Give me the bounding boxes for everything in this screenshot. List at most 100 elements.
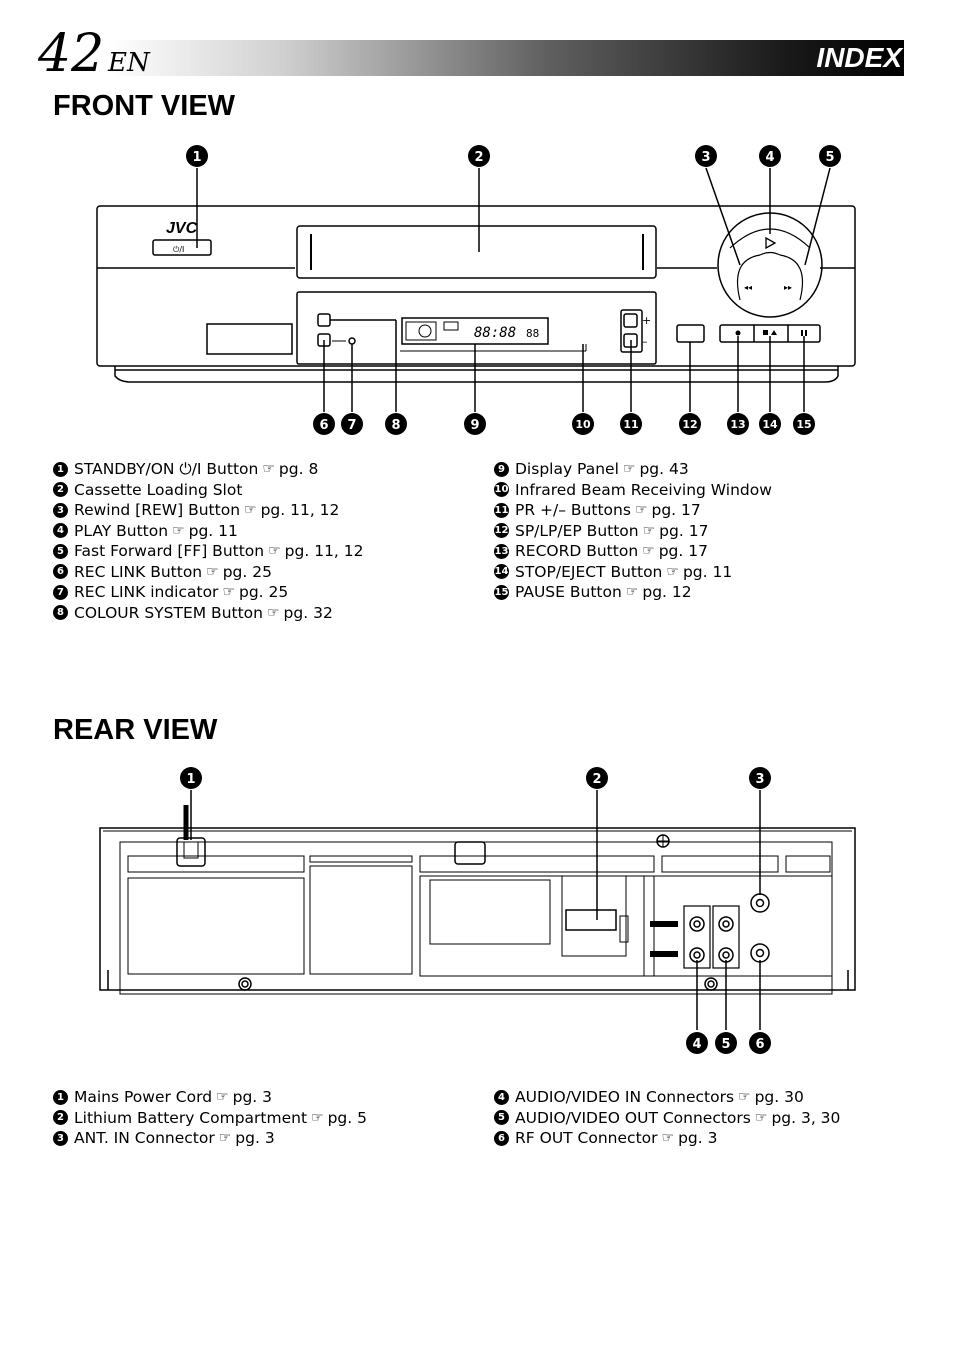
svg-text:4: 4 xyxy=(765,150,774,165)
front-callout-6: 6 xyxy=(313,413,335,435)
legend-label: Cassette Loading Slot xyxy=(74,480,243,499)
stop-square-icon xyxy=(763,330,768,335)
front-callout-5: 5 xyxy=(819,145,841,167)
legend-number-badge: 8 xyxy=(53,605,68,621)
legend-number-badge: 1 xyxy=(53,461,68,477)
legend-number-badge: 13 xyxy=(494,543,509,559)
front-callout-1: 1 xyxy=(186,145,208,167)
legend-number-badge: 5 xyxy=(53,543,68,559)
svg-text:5: 5 xyxy=(721,1037,730,1052)
legend-page-ref: pg. 17 xyxy=(651,501,701,519)
legend-label: Display Panel xyxy=(515,460,619,478)
pointing-hand-icon: ☞ xyxy=(738,1089,751,1105)
legend-label: Fast Forward [FF] Button xyxy=(74,542,265,560)
svg-text:9: 9 xyxy=(470,418,479,433)
pointing-hand-icon: ☞ xyxy=(634,502,648,518)
legend-label: SP/LP/EP Button xyxy=(515,521,639,540)
front-callout-15: 15 xyxy=(793,413,815,435)
legend-number-badge: 11 xyxy=(494,502,509,518)
pointing-hand-icon: ☞ xyxy=(218,1130,232,1146)
legend-page-ref: pg. 43 xyxy=(639,460,689,478)
svg-text:1: 1 xyxy=(192,150,201,165)
legend-page-ref: pg. 32 xyxy=(283,603,333,622)
pr-minus-sign: – xyxy=(642,335,648,348)
vcr-rear-body xyxy=(99,827,856,991)
legend-page-ref: pg. 3, 30 xyxy=(771,1108,841,1127)
front-callouts: 1 2 3 4 5 6 7 8 9 10 11 12 13 14 15 xyxy=(186,145,841,435)
svg-text:15: 15 xyxy=(796,418,811,431)
legend-label: Lithium Battery Compartment xyxy=(74,1108,308,1127)
front-callout-13: 13 xyxy=(727,413,749,435)
front-view-diagram: JVC ⏻/I 88:88 88 + – ◂◂ ▸▸ 1 2 3 4 5 6 xyxy=(96,145,856,435)
legend-label: STANDBY/ON ⏻/I Button xyxy=(74,460,259,478)
front-callout-11: 11 xyxy=(620,413,642,435)
legend-page-ref: pg. 11, 12 xyxy=(260,501,340,519)
svg-text:5: 5 xyxy=(825,150,834,165)
legend-label: Rewind [REW] Button xyxy=(74,501,241,519)
legend-number-badge: 2 xyxy=(53,1110,68,1126)
legend-page-ref: pg. 3 xyxy=(235,1129,275,1147)
front-callout-8: 8 xyxy=(385,413,407,435)
legend-page-ref: pg. 12 xyxy=(642,583,692,601)
legend-label: AUDIO/VIDEO IN Connectors xyxy=(515,1088,735,1106)
pointing-hand-icon: ☞ xyxy=(222,584,235,600)
front-callout-3: 3 xyxy=(695,145,717,167)
display-digits: 88:88 xyxy=(474,325,516,341)
pointing-hand-icon: ☞ xyxy=(172,522,185,539)
record-dot-icon xyxy=(735,330,741,336)
legend-label: STOP/EJECT Button xyxy=(515,562,663,581)
pointing-hand-icon: ☞ xyxy=(216,1089,229,1105)
rear-callout-2: 2 xyxy=(586,767,608,789)
rear-callout-6: 6 xyxy=(749,1032,771,1054)
legend-page-ref: pg. 11 xyxy=(682,562,733,581)
pointing-hand-icon: ☞ xyxy=(268,543,281,559)
legend-page-ref: pg. 25 xyxy=(222,562,272,581)
svg-text:12: 12 xyxy=(682,418,697,431)
pointing-hand-icon: ☞ xyxy=(622,461,636,477)
legend-page-ref: pg. 11, 12 xyxy=(284,542,364,560)
legend-page-ref: pg. 17 xyxy=(659,521,709,540)
pointing-hand-icon: ☞ xyxy=(311,1109,324,1126)
pause-icon xyxy=(801,330,803,336)
legend-number-badge: 10 xyxy=(494,482,509,498)
svg-text:4: 4 xyxy=(692,1037,701,1052)
legend-label: PR +/– Buttons xyxy=(515,501,631,519)
svg-text:13: 13 xyxy=(730,418,745,431)
svg-text:2: 2 xyxy=(474,150,483,165)
pointing-hand-icon: ☞ xyxy=(266,604,280,621)
pointing-hand-icon: ☞ xyxy=(244,502,257,518)
battery-compartment xyxy=(565,909,617,931)
pointing-hand-icon: ☞ xyxy=(642,543,655,559)
front-callout-14: 14 xyxy=(759,413,781,435)
legend-label: REC LINK Button xyxy=(74,562,203,581)
cassette-slot xyxy=(296,225,657,279)
legend-number-badge: 9 xyxy=(494,461,509,477)
legend-label: Mains Power Cord xyxy=(74,1088,213,1106)
legend-page-ref: pg. 30 xyxy=(754,1088,804,1106)
pr-plus-sign: + xyxy=(642,314,651,327)
header-gradient-bar xyxy=(108,40,904,76)
svg-text:7: 7 xyxy=(347,418,356,433)
rear-callouts: 1 2 3 4 5 6 xyxy=(180,767,771,1054)
front-callout-2: 2 xyxy=(468,145,490,167)
legend-item: 9 Display Panel☞pg. 43 xyxy=(494,459,772,480)
legend-number-badge: 7 xyxy=(53,584,68,600)
pr-plus-button xyxy=(623,313,638,328)
legend-number-badge: 15 xyxy=(494,584,509,600)
legend-page-ref: pg. 5 xyxy=(327,1108,367,1127)
pointing-hand-icon: ☞ xyxy=(666,563,679,580)
